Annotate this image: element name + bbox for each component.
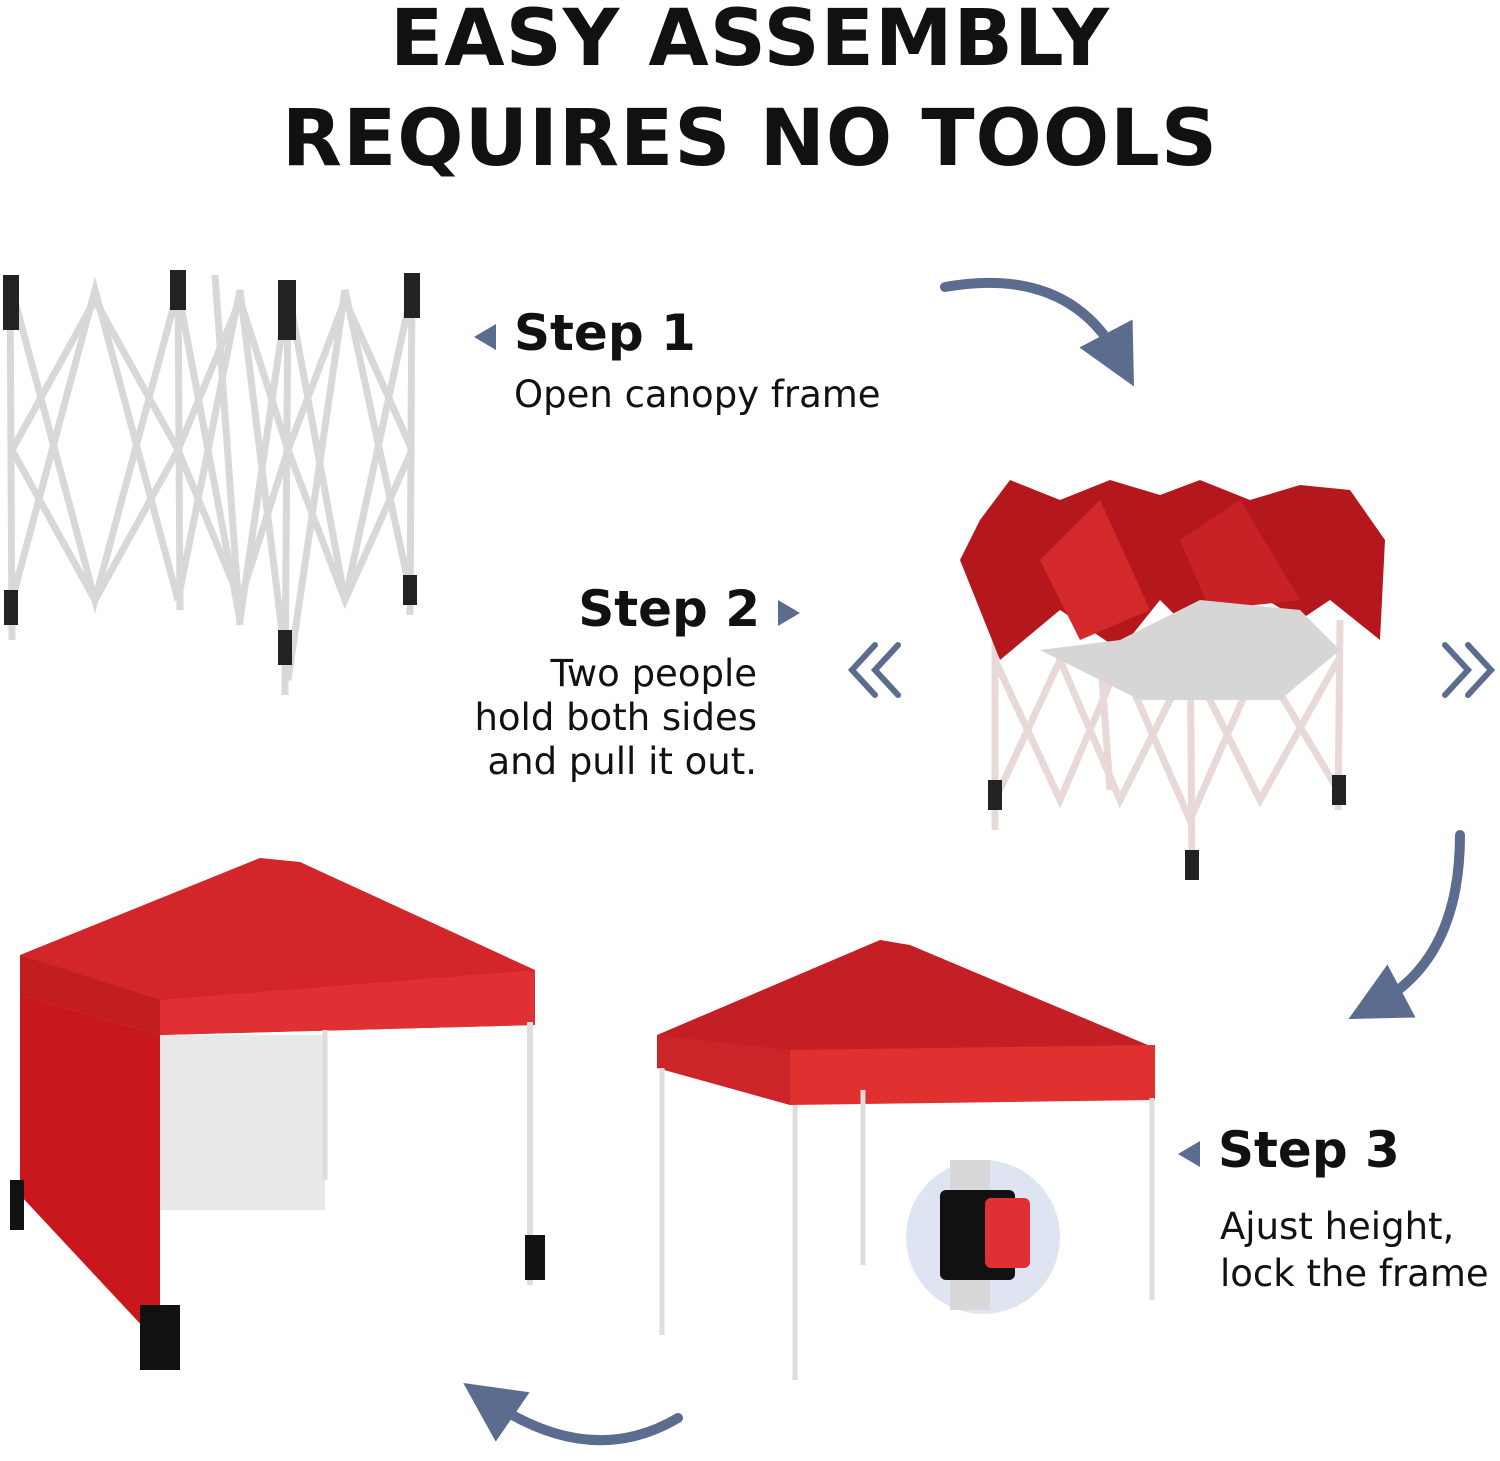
arrow-step3-to-final — [463, 1383, 683, 1446]
step-1-description: Open canopy frame — [514, 373, 881, 416]
arrow-step1-to-step2 — [940, 277, 1134, 387]
step-3-description: Ajust height, lock the frame — [1220, 1205, 1489, 1295]
triangle-left-icon — [1178, 1140, 1200, 1167]
step-2-title: Step 2 — [578, 584, 800, 634]
heading-line-2: REQUIRES NO TOOLS — [281, 94, 1219, 184]
triangle-left-icon — [474, 323, 496, 350]
heading-line-1: EASY ASSEMBLY — [389, 0, 1111, 84]
tent-with-sidewall-image — [10, 858, 545, 1370]
folded-canopy-image — [960, 480, 1385, 881]
flow-arrows — [463, 277, 1496, 1446]
tent-image — [657, 940, 1155, 1380]
step-2-description: Two people hold both sides and pull it o… — [474, 652, 757, 783]
step-1-title: Step 1 — [474, 308, 696, 358]
chevron-left-icon — [847, 642, 901, 698]
triangle-right-icon — [778, 599, 800, 626]
step-3-title: Step 3 — [1178, 1125, 1400, 1175]
chevron-right-icon — [1442, 642, 1496, 698]
arrow-step2-to-step3 — [1348, 830, 1465, 1020]
expanded-frame-image — [6, 274, 416, 696]
